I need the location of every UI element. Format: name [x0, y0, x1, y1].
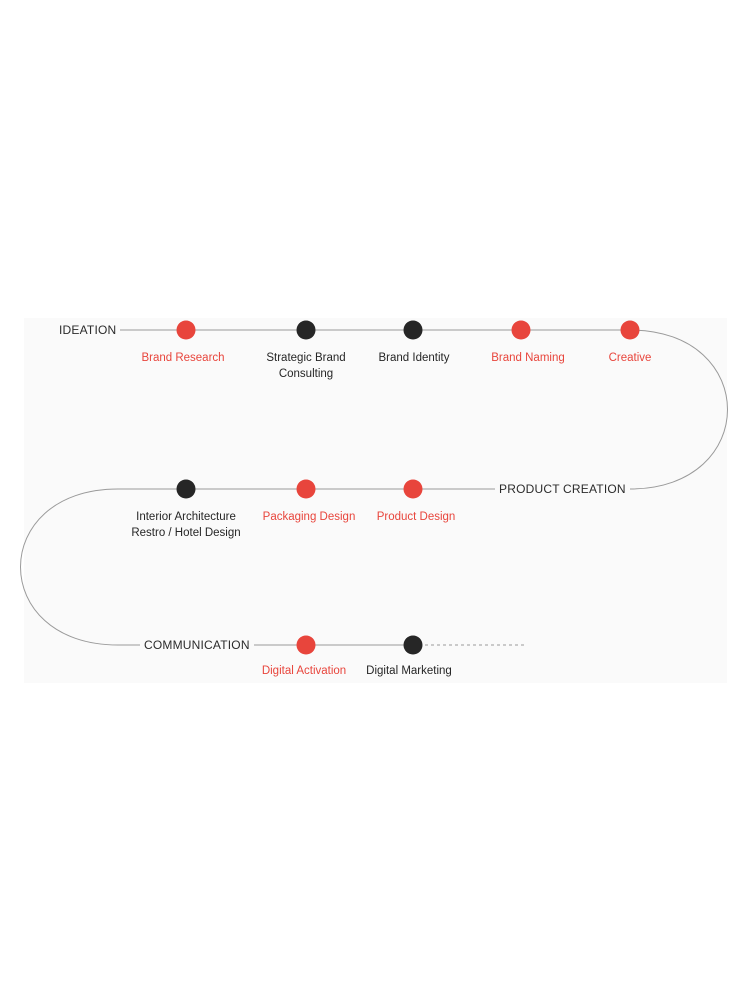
diagram-background	[24, 318, 727, 683]
label-line: Strategic Brand	[266, 352, 346, 364]
brand-research-node	[176, 320, 196, 340]
label-line: Consulting	[278, 368, 334, 380]
left-curve	[20, 488, 119, 646]
product-design-label: Product Design	[377, 509, 456, 525]
label-line: Creative	[608, 352, 652, 364]
label-line: Brand Identity	[378, 352, 450, 364]
digital-marketing-node	[403, 635, 423, 655]
right-curve	[629, 329, 728, 490]
brand-identity-node	[403, 320, 423, 340]
brand-naming-label: Brand Naming	[491, 350, 565, 366]
label-line: Interior Architecture	[136, 511, 236, 523]
creative-label: Creative	[609, 350, 652, 366]
creative-node	[620, 320, 640, 340]
brand-research-label: Brand Research	[141, 350, 224, 366]
label-line: Packaging Design	[262, 511, 356, 523]
digital-activation-node	[296, 635, 316, 655]
stage-ideation: IDEATION	[55, 323, 121, 337]
digital-activation-label: Digital Activation	[262, 663, 346, 679]
digital-marketing-label: Digital Marketing	[366, 663, 452, 679]
label-line: Brand Research	[141, 352, 225, 364]
label-line: Digital Activation	[261, 665, 347, 677]
product-design-node	[403, 479, 423, 499]
interior-architecture-node	[176, 479, 196, 499]
label-line: Product Design	[376, 511, 456, 523]
brand-naming-node	[511, 320, 531, 340]
label-line: Restro / Hotel Design	[131, 527, 241, 539]
strategic-brand-consulting-node	[296, 320, 316, 340]
packaging-design-label: Packaging Design	[263, 509, 356, 525]
brand-identity-label: Brand Identity	[379, 350, 450, 366]
stage-communication: COMMUNICATION	[140, 638, 254, 652]
packaging-design-node	[296, 479, 316, 499]
stage-product-creation: PRODUCT CREATION	[495, 482, 630, 496]
label-line: Brand Naming	[491, 352, 565, 364]
label-line: Digital Marketing	[366, 665, 452, 677]
